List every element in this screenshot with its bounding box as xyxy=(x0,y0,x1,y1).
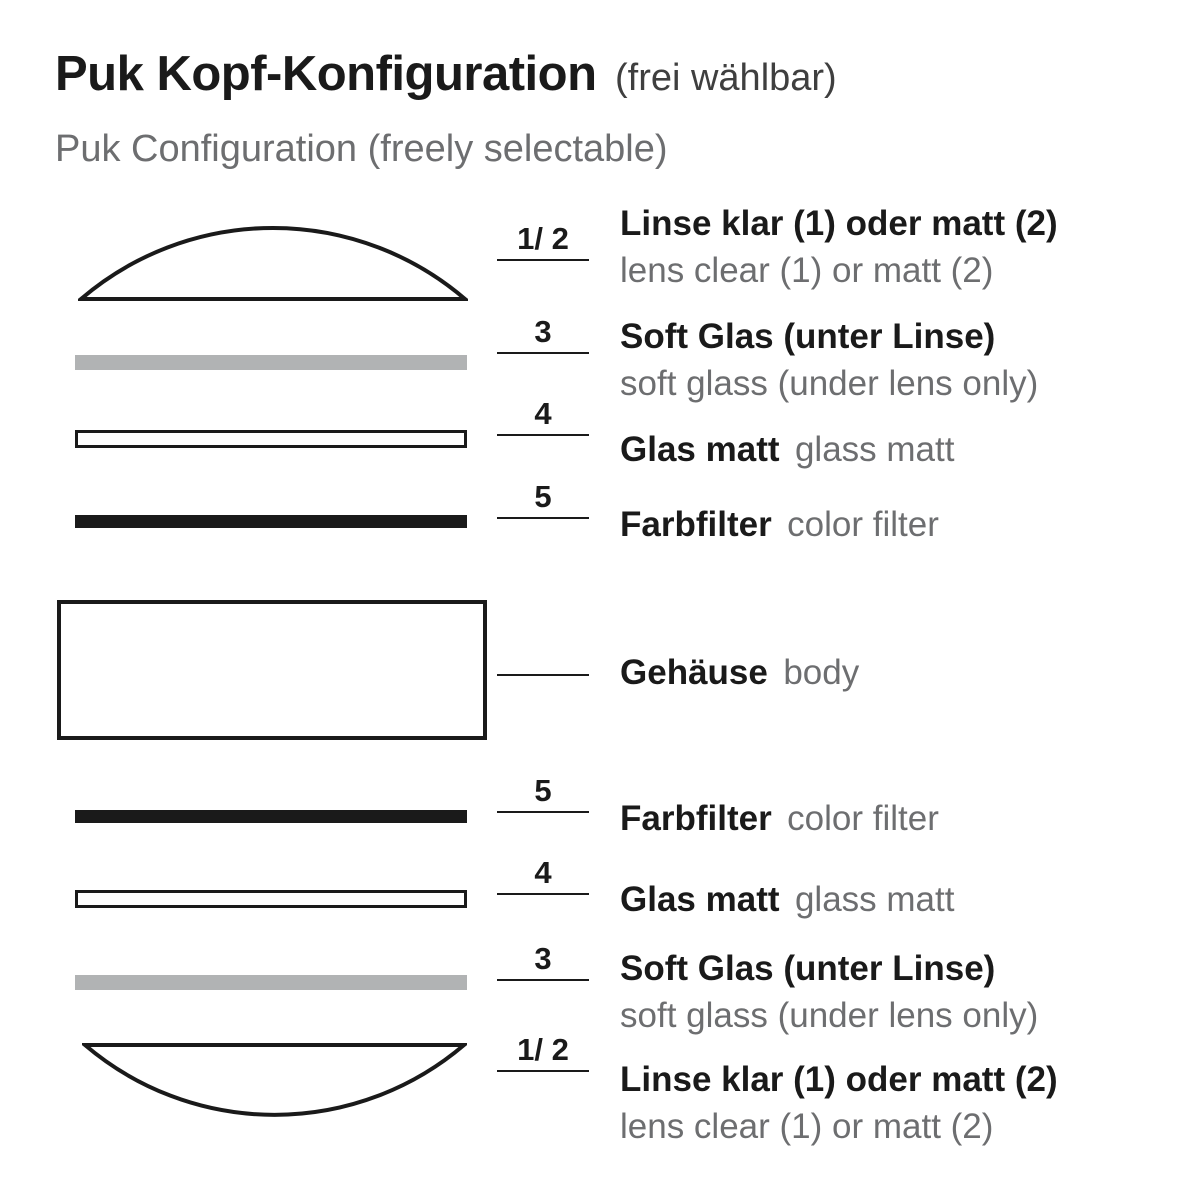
lens-bottom-shape xyxy=(82,1043,467,1117)
label-de: Glas matt xyxy=(620,880,780,919)
page-title: Puk Kopf-Konfiguration (frei wählbar) xyxy=(55,46,837,102)
label-de: Linse klar (1) oder matt (2) xyxy=(620,1060,1058,1099)
label-de: Soft Glas (unter Linse) xyxy=(620,949,996,988)
label-color-filter-bottom: Farbfilter color filter xyxy=(620,795,939,842)
soft-glass-top-bar xyxy=(75,355,467,370)
leader-line-body xyxy=(497,674,589,676)
callout-number: 4 xyxy=(534,396,552,431)
label-de: Farbfilter xyxy=(620,799,772,838)
label-lens-top: Linse klar (1) oder matt (2) lens clear … xyxy=(620,200,1058,294)
label-de: Gehäuse xyxy=(620,653,768,692)
leader-line xyxy=(497,352,589,354)
callout-color-filter-top: 5 xyxy=(497,479,589,519)
label-en: lens clear (1) or matt (2) xyxy=(620,251,994,290)
leader-line xyxy=(497,517,589,519)
callout-number: 1/ 2 xyxy=(517,221,569,256)
callout-number: 3 xyxy=(534,314,552,349)
label-color-filter-top: Farbfilter color filter xyxy=(620,501,939,548)
label-en: color filter xyxy=(787,505,939,544)
label-glass-matt-bottom: Glas matt glass matt xyxy=(620,876,954,923)
label-soft-glass-top: Soft Glas (unter Linse) soft glass (unde… xyxy=(620,313,1038,407)
label-de: Soft Glas (unter Linse) xyxy=(620,317,996,356)
soft-glass-bottom-bar xyxy=(75,975,467,990)
leader-line xyxy=(497,979,589,981)
title-german: Puk Kopf-Konfiguration xyxy=(55,47,597,101)
label-soft-glass-bottom: Soft Glas (unter Linse) soft glass (unde… xyxy=(620,945,1038,1039)
callout-lens-top: 1/ 2 xyxy=(497,221,589,261)
label-en: body xyxy=(783,653,860,692)
leader-line xyxy=(497,893,589,895)
label-en: soft glass (under lens only) xyxy=(620,364,1039,403)
callout-lens-bottom: 1/ 2 xyxy=(497,1032,589,1072)
callout-soft-glass-top: 3 xyxy=(497,314,589,354)
label-glass-matt-top: Glas matt glass matt xyxy=(620,426,954,473)
leader-line xyxy=(497,434,589,436)
label-en: glass matt xyxy=(794,880,955,919)
leader-line xyxy=(497,811,589,813)
callout-number: 1/ 2 xyxy=(517,1032,569,1067)
label-de: Glas matt xyxy=(620,430,780,469)
leader-line xyxy=(497,1070,589,1072)
title-suffix: (frei wählbar) xyxy=(614,57,837,99)
label-de: Linse klar (1) oder matt (2) xyxy=(620,204,1058,243)
color-filter-top-bar xyxy=(75,515,467,528)
callout-soft-glass-bottom: 3 xyxy=(497,941,589,981)
label-lens-bottom: Linse klar (1) oder matt (2) lens clear … xyxy=(620,1056,1058,1150)
body-shape xyxy=(57,600,487,740)
label-en: lens clear (1) or matt (2) xyxy=(620,1107,994,1146)
callout-glass-matt-bottom: 4 xyxy=(497,855,589,895)
label-de: Farbfilter xyxy=(620,505,772,544)
label-body: Gehäuse body xyxy=(620,649,859,696)
lens-top-shape xyxy=(78,225,468,301)
callout-color-filter-bottom: 5 xyxy=(497,773,589,813)
label-en: color filter xyxy=(787,799,939,838)
glass-matt-bottom-bar xyxy=(75,890,467,908)
label-en: soft glass (under lens only) xyxy=(620,996,1039,1035)
page-subtitle: Puk Configuration (freely selectable) xyxy=(55,128,668,170)
callout-number: 5 xyxy=(534,479,552,514)
callout-glass-matt-top: 4 xyxy=(497,396,589,436)
label-en: glass matt xyxy=(794,430,955,469)
color-filter-bottom-bar xyxy=(75,810,467,823)
callout-number: 3 xyxy=(534,941,552,976)
callout-number: 4 xyxy=(534,855,552,890)
leader-line xyxy=(497,259,589,261)
glass-matt-top-bar xyxy=(75,430,467,448)
callout-number: 5 xyxy=(534,773,552,808)
